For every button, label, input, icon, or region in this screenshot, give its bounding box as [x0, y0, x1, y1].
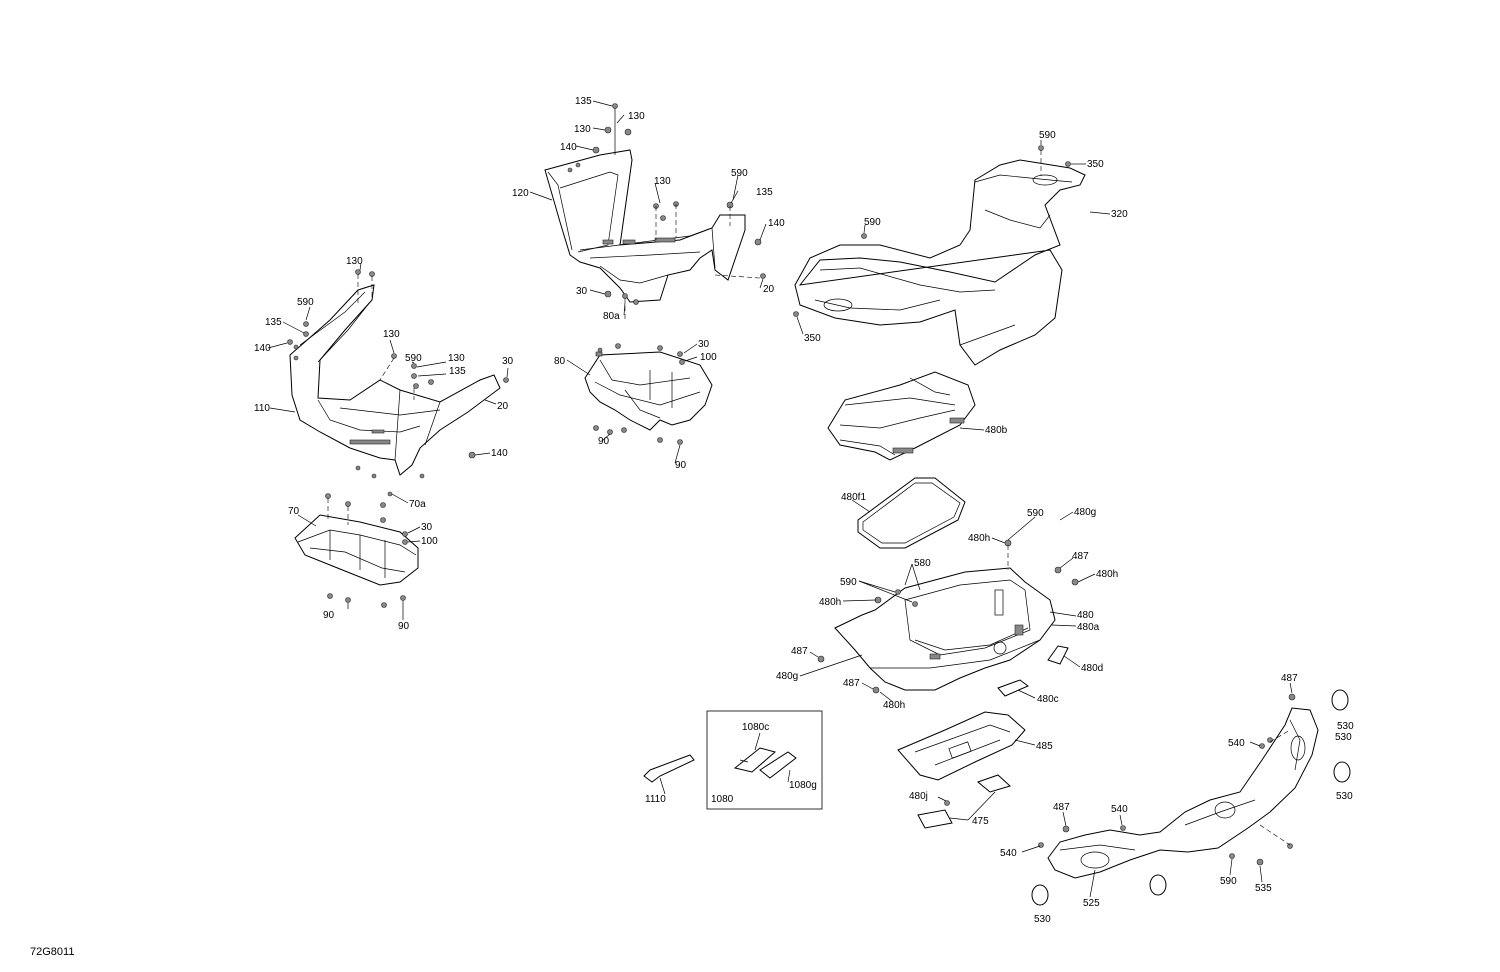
callout: 130	[574, 124, 591, 135]
callout: 130	[654, 176, 671, 187]
callout: 130	[346, 256, 363, 267]
callout: 70a	[409, 499, 426, 510]
callout: 540	[1111, 804, 1128, 815]
storage-lid-part-480b	[827, 371, 976, 461]
callout: 540	[1228, 738, 1245, 749]
callout: 485	[1036, 741, 1053, 752]
callout: 487	[1053, 802, 1070, 813]
callout: 140	[768, 218, 785, 229]
callout: 590	[864, 217, 881, 228]
callout: 90	[398, 621, 410, 632]
callout: 590	[840, 577, 857, 588]
callout: 480h	[883, 700, 905, 711]
callout: 1080c	[742, 722, 769, 733]
callout: 20	[497, 401, 509, 412]
callout: 590	[731, 168, 748, 179]
rear-rack-part-320	[793, 145, 1086, 366]
callout: 530	[1034, 914, 1051, 925]
callout: 480	[1077, 610, 1094, 621]
callout: 130	[628, 111, 645, 122]
callout: 140	[560, 142, 577, 153]
callout: 1110	[645, 794, 666, 805]
side-cover-part-480c	[997, 679, 1029, 697]
callout: 487	[1072, 551, 1089, 562]
wrench-part-1110	[643, 754, 695, 783]
gasket-part-480f1	[857, 477, 966, 549]
callout: 30	[698, 339, 710, 350]
callout: 1080	[711, 794, 734, 805]
callout: 480c	[1037, 694, 1059, 705]
leader-lines	[267, 100, 1293, 898]
callout: 480f1	[841, 492, 866, 503]
callout: 1080g	[789, 780, 817, 791]
callout: 530	[1336, 791, 1353, 802]
drawing-reference-code: 72G8011	[30, 946, 74, 958]
callout: 30	[576, 286, 588, 297]
callout: 480g	[776, 671, 798, 682]
callout: 350	[804, 333, 821, 344]
callout: 350	[1087, 159, 1104, 170]
skid-plate-part-485	[897, 711, 1026, 806]
callout: 140	[491, 448, 508, 459]
callout: 90	[323, 610, 335, 621]
callout-labels: 135 130 130 140 120 130 590 135 140 30 2…	[254, 96, 1354, 925]
callout: 480b	[985, 425, 1008, 436]
callout: 320	[1111, 209, 1128, 220]
callout: 580	[914, 558, 931, 569]
callout: 480h	[968, 533, 990, 544]
callout: 80	[554, 356, 566, 367]
callout: 480d	[1081, 663, 1103, 674]
callout: 487	[843, 678, 860, 689]
callout: 90	[598, 436, 610, 447]
callout: 120	[512, 188, 529, 199]
callout: 135	[575, 96, 592, 107]
callout: 590	[405, 353, 422, 364]
callout: 530	[1335, 732, 1352, 743]
callout: 80a	[603, 311, 620, 322]
fender-120-fasteners	[592, 103, 766, 320]
callout: 590	[1039, 130, 1056, 141]
tool-kit-box-1080	[706, 710, 823, 810]
callout: 475	[972, 816, 989, 827]
callout: 480j	[909, 791, 928, 802]
callout: 100	[700, 352, 717, 363]
callout: 535	[1255, 883, 1272, 894]
callout: 480h	[819, 597, 841, 608]
callout: 140	[254, 343, 271, 354]
callout: 100	[421, 536, 438, 547]
callout: 540	[1000, 848, 1017, 859]
callout: 530	[1337, 721, 1354, 732]
callout: 110	[254, 403, 270, 414]
callout: 590	[297, 297, 314, 308]
callout: 70	[288, 506, 300, 517]
callout: 480g	[1074, 507, 1096, 518]
rear-light-bar-part-525	[1038, 693, 1319, 879]
callout: 30	[502, 356, 514, 367]
support-bracket-part-80	[584, 343, 713, 445]
callout: 487	[1281, 673, 1298, 684]
callout: 525	[1083, 898, 1100, 909]
side-cover-part-480d	[1047, 645, 1069, 665]
callout: 135	[265, 317, 282, 328]
storage-box-part-480	[817, 539, 1079, 694]
callout: 480h	[1096, 569, 1118, 580]
callout: 487	[791, 646, 808, 657]
callout: 130	[383, 329, 400, 340]
callout: 590	[1220, 876, 1237, 887]
rear-fender-part-120	[544, 149, 746, 303]
pads-part-475	[917, 774, 1011, 829]
callout: 135	[756, 187, 773, 198]
callout: 90	[675, 460, 687, 471]
front-fender-part-110	[289, 284, 501, 476]
callout: 20	[763, 284, 775, 295]
footboard-part-70	[294, 493, 419, 608]
callout: 30	[421, 522, 433, 533]
callout: 130	[448, 353, 465, 364]
callout: 135	[449, 366, 466, 377]
callout: 590	[1027, 508, 1044, 519]
reflector-lenses-part-530	[1031, 689, 1351, 906]
callout: 480a	[1077, 622, 1100, 633]
